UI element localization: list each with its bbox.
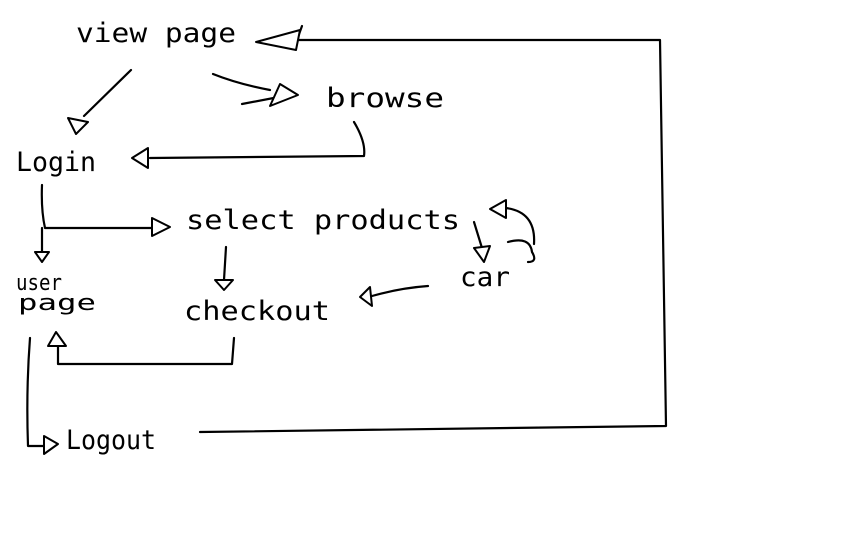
edge-view-page-to-login [67, 68, 133, 135]
edge-login-to-user-page [34, 226, 50, 263]
node-cart: car [460, 262, 510, 293]
edge-user-page-to-logout [26, 336, 59, 455]
edge-browse-to-login [131, 120, 366, 169]
node-logout: Logout [66, 425, 156, 456]
node-checkout: checkout [184, 296, 330, 327]
node-view-page: view page [76, 18, 236, 49]
node-user-page-line2: page [18, 291, 96, 316]
edge-login-to-select-products [40, 183, 171, 237]
edge-view-page-to-browse [211, 72, 299, 107]
node-select-products: select products [186, 205, 460, 236]
node-browse: browse [326, 83, 444, 114]
edge-logout-to-view-page [198, 24, 668, 434]
edge-cart-to-checkout [359, 284, 430, 307]
edge-select-products-to-cart [472, 220, 491, 263]
edge-checkout-to-user-page [47, 331, 236, 366]
node-user-page-line1: user [16, 271, 62, 296]
edge-select-products-to-checkout [214, 245, 234, 291]
node-login: Login [16, 147, 96, 178]
edge-cart-to-select-products [489, 199, 536, 264]
